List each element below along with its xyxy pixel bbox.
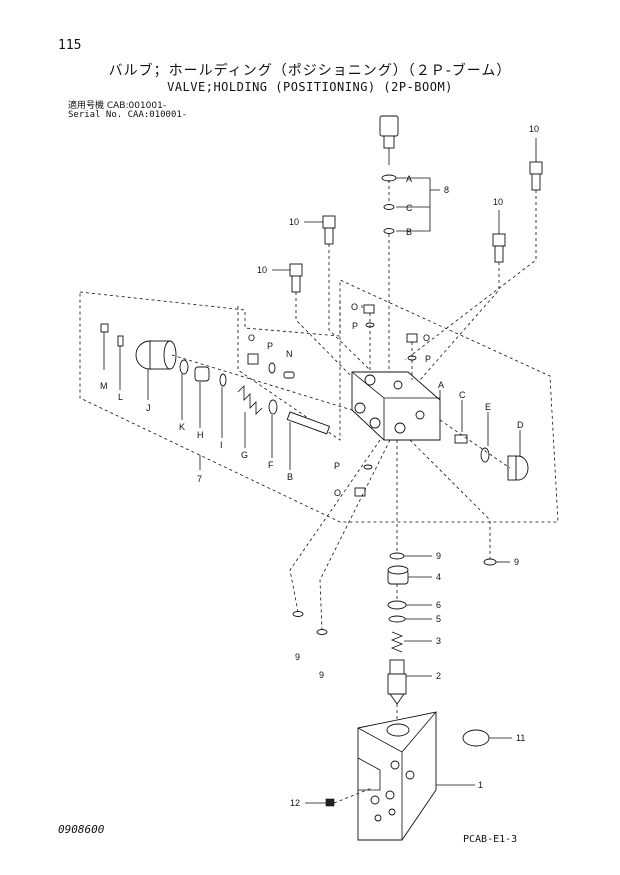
valve-main-body-1 (357, 711, 437, 841)
solenoid-J (135, 340, 177, 400)
label-L: L (118, 392, 123, 402)
label-9-a: 9 (436, 551, 441, 561)
label-I: I (220, 440, 223, 450)
label-P-4: P (334, 461, 340, 471)
washer-F (268, 399, 278, 458)
label-B-left: B (287, 472, 293, 482)
label-9-c: 9 (295, 652, 300, 662)
label-10-c: 10 (289, 217, 299, 227)
label-N: N (286, 349, 293, 359)
label-P-2: P (425, 354, 431, 364)
label-4: 4 (436, 572, 441, 582)
label-6: 6 (436, 600, 441, 610)
nut-H (194, 366, 210, 428)
label-12: 12 (290, 798, 300, 808)
o-ring-P-low (363, 464, 373, 470)
label-9-b: 9 (514, 557, 519, 567)
pin-N (283, 371, 295, 379)
label-O-3: O (248, 333, 255, 343)
bolt-10-lower-left (272, 263, 303, 293)
pin-L (117, 335, 124, 390)
plug-O-mid (406, 333, 418, 343)
label-C-right: C (459, 390, 466, 400)
o-ring-B (383, 228, 395, 234)
o-ring-E (480, 412, 490, 463)
valve-body-upper (351, 371, 441, 441)
title-english: VALVE;HOLDING (POSITIONING) (2P-BOOM) (167, 80, 453, 94)
o-ring-5 (388, 615, 406, 623)
o-ring-9-center (389, 552, 405, 560)
serial-number-line: Serial No. CAA:010001- (68, 110, 188, 120)
label-10-a: 10 (529, 124, 539, 134)
title-japanese: バルブ；ホールディング（ポジショニング）（２Ｐ-ブーム） (108, 63, 512, 79)
label-8: 8 (444, 185, 449, 195)
label-2: 2 (436, 671, 441, 681)
label-B-top: B (406, 227, 412, 237)
plug-O-left (247, 353, 259, 365)
label-1: 1 (478, 780, 483, 790)
o-ring-C (383, 204, 395, 210)
o-ring-9-right (483, 558, 497, 566)
ring-6 (387, 600, 407, 610)
label-10-b: 10 (493, 197, 503, 207)
poppet-2 (387, 659, 407, 705)
label-9-d: 9 (319, 670, 324, 680)
label-P-3: P (267, 341, 273, 351)
o-ring-K (179, 359, 189, 420)
label-O-1: O (351, 302, 358, 312)
screw-M (100, 323, 109, 370)
group-7-outline (79, 279, 559, 523)
label-3: 3 (436, 636, 441, 646)
bolt-10-right-top (529, 138, 543, 191)
drawing-code: 0908600 (58, 823, 105, 836)
label-H: H (197, 430, 204, 440)
label-5: 5 (436, 614, 441, 624)
label-E: E (485, 402, 491, 412)
label-O-2: O (423, 333, 430, 343)
serial-applicable-line: 適用号機 CAB:001001- (68, 101, 167, 111)
label-J: J (146, 403, 151, 413)
plug-12 (325, 798, 335, 807)
label-A-top: A (406, 174, 412, 184)
page-number: 115 (58, 38, 82, 53)
label-K: K (179, 422, 185, 432)
inner-dashed-outline (237, 300, 341, 441)
o-ring-9-left2 (316, 629, 328, 635)
plug-O-top (363, 304, 375, 314)
plug-4 (387, 565, 409, 585)
pressure-sensor (379, 115, 399, 165)
spool-B (286, 411, 331, 470)
o-ring-9-left (292, 611, 304, 617)
label-G: G (241, 450, 248, 460)
bolt-10-right-mid (492, 210, 506, 263)
label-M: M (100, 381, 108, 391)
spring-3 (390, 631, 404, 653)
label-P-1: P (352, 321, 358, 331)
label-C-top: C (406, 203, 413, 213)
label-O-4: O (334, 488, 341, 498)
spring-G (237, 385, 263, 448)
label-F: F (268, 460, 274, 470)
label-10-d: 10 (257, 265, 267, 275)
plug-D (507, 430, 529, 481)
ring-I (219, 373, 227, 438)
bolt-10-upper-left (304, 215, 336, 245)
label-D: D (517, 420, 524, 430)
o-ring-11 (462, 729, 490, 747)
label-A-right: A (438, 380, 444, 390)
catalog-code: PCAB-E1-3 (463, 834, 518, 845)
label-7: 7 (197, 474, 202, 484)
sleeve-C (454, 400, 468, 444)
o-ring-P-left (268, 362, 276, 374)
plug-O-low (354, 487, 366, 497)
label-11: 11 (516, 733, 525, 743)
